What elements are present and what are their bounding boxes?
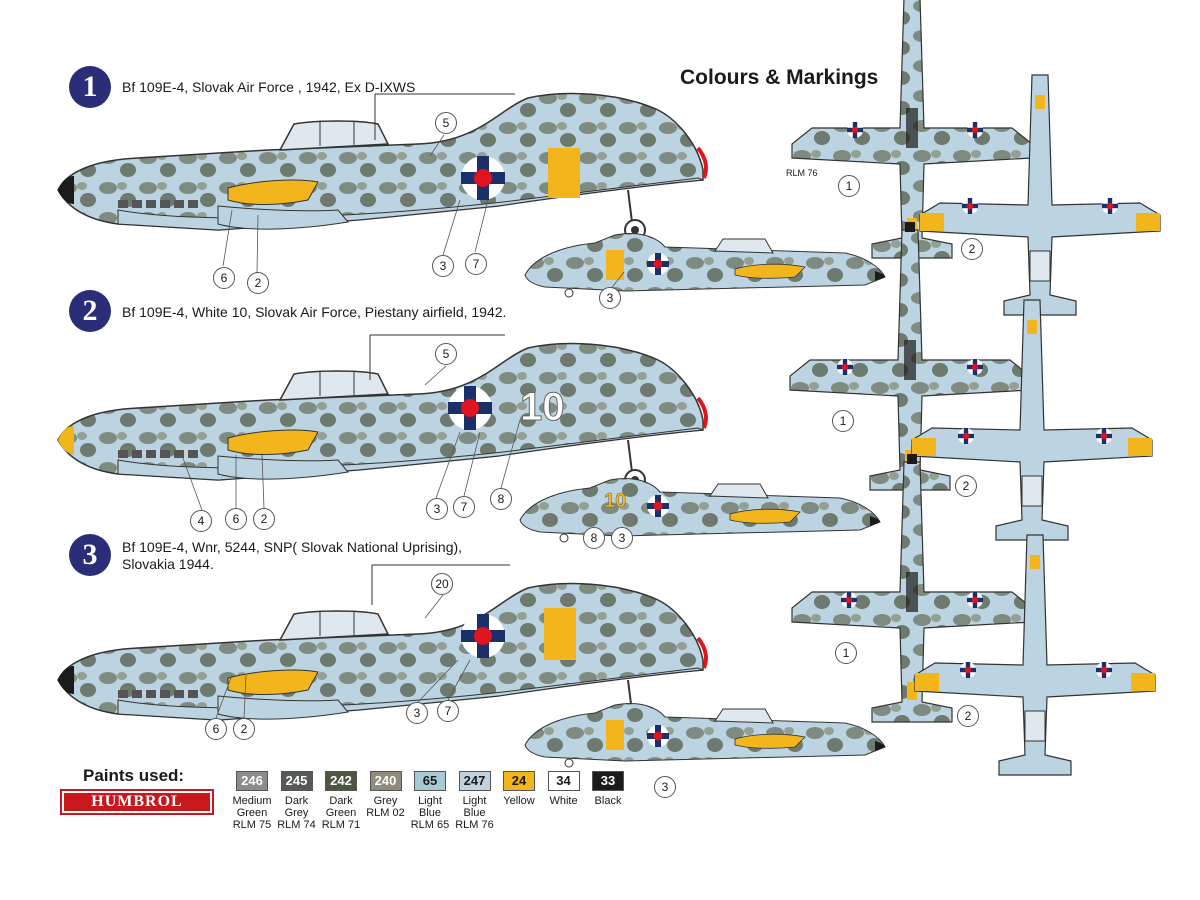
scheme-3-side-large — [56, 564, 708, 732]
paint-name-line: Black — [594, 795, 622, 807]
callout: 2 — [961, 238, 983, 260]
scheme-3-bottom-view — [914, 534, 1156, 776]
paint-name-line: Grey — [284, 807, 309, 819]
scheme-1-side-large — [56, 91, 708, 242]
scheme-2-side-small — [519, 478, 881, 543]
paint-name-line: RLM 65 — [410, 819, 450, 831]
paint-code: 246 — [236, 771, 268, 791]
paint-code: 240 — [369, 771, 402, 791]
callout: 2 — [247, 272, 269, 294]
callout: 3 — [406, 702, 428, 724]
tail-code-large: 10 — [520, 385, 565, 430]
scheme-1-side-small — [524, 233, 886, 298]
paint-name-line: RLM 71 — [321, 819, 361, 831]
paint-code: 242 — [325, 771, 357, 791]
paint-name-line: Grey — [373, 795, 398, 807]
callout: 3 — [599, 287, 621, 309]
paint-code: 245 — [280, 771, 313, 791]
paint-name-line: Light — [418, 795, 442, 807]
callout: 20 — [431, 573, 453, 595]
scheme-2-badge: 2 — [69, 290, 111, 332]
callout: 8 — [490, 488, 512, 510]
callout: 8 — [583, 527, 605, 549]
callout: 2 — [233, 718, 255, 740]
paints-label: Paints used: — [83, 766, 185, 785]
callout: 5 — [435, 343, 457, 365]
paint-name-line: Green — [325, 807, 357, 819]
tail-code-small: 10 — [604, 490, 627, 513]
callout: 3 — [654, 776, 676, 798]
paint-name-line: Medium — [232, 795, 272, 807]
callout: 7 — [437, 700, 459, 722]
callout: 3 — [611, 527, 633, 549]
paint-name-line: RLM 02 — [366, 807, 405, 819]
callout: 6 — [205, 718, 227, 740]
paint-name-line: RLM 75 — [232, 819, 272, 831]
paint-code: 247 — [458, 771, 491, 791]
scheme-1-badge: 1 — [69, 66, 111, 108]
callout: 4 — [190, 510, 212, 532]
scheme-2-caption: Bf 109E-4, White 10, Slovak Air Force, P… — [122, 304, 507, 320]
paint-code: 24 — [503, 771, 535, 791]
paint-code: 34 — [547, 771, 580, 791]
callout: 2 — [957, 705, 979, 727]
scheme-3-caption-line2: Slovakia 1944. — [122, 556, 214, 572]
scheme-1-bottom-view — [919, 74, 1161, 316]
callout: 6 — [225, 508, 247, 530]
scheme-3-side-small — [524, 703, 886, 768]
scheme-1-caption: Bf 109E-4, Slovak Air Force , 1942, Ex D… — [122, 79, 416, 95]
callout: 5 — [435, 112, 457, 134]
paint-name-line: Dark — [284, 795, 309, 807]
callout: 3 — [426, 498, 448, 520]
page-title: Colours & Markings — [680, 66, 879, 89]
paint-code: 65 — [414, 771, 446, 791]
paint-name-line: White — [549, 795, 578, 807]
callout: 2 — [955, 475, 977, 497]
scheme-2-side-large — [56, 334, 708, 492]
humbrol-logo: HUMBROL — [60, 789, 214, 815]
paint-name-line: Yellow — [503, 795, 535, 807]
callout: 7 — [453, 496, 475, 518]
callout: 1 — [835, 642, 857, 664]
paint-code: 33 — [592, 771, 624, 791]
callout: 7 — [465, 253, 487, 275]
callout: 3 — [432, 255, 454, 277]
callout: 6 — [213, 267, 235, 289]
scheme-3-badge: 3 — [69, 534, 111, 576]
rlm-note: RLM 76 — [786, 168, 818, 178]
callout: 2 — [253, 508, 275, 530]
paint-name-line: Dark — [329, 795, 353, 807]
paint-name-line: Blue — [463, 807, 486, 819]
paint-name-line: Green — [236, 807, 268, 819]
paint-name-line: RLM 74 — [277, 819, 316, 831]
paint-name-line: RLM 76 — [455, 819, 494, 831]
paint-name-line: Light — [462, 795, 487, 807]
callout: 1 — [832, 410, 854, 432]
scheme-3-caption-line1: Bf 109E-4, Wnr, 5244, SNP( Slovak Nation… — [122, 539, 463, 555]
scheme-2-bottom-view — [911, 299, 1153, 541]
paint-name-line: Blue — [418, 807, 442, 819]
callout: 1 — [838, 175, 860, 197]
